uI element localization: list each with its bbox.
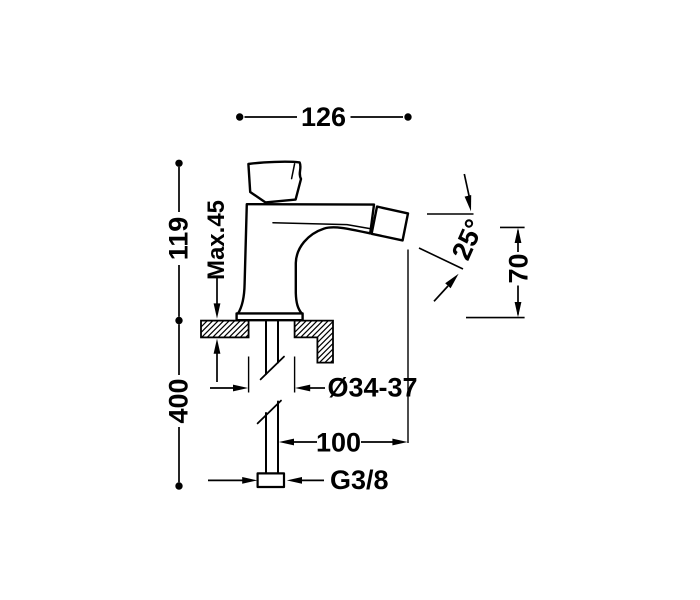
- arrowhead: [286, 477, 302, 484]
- pipe-break-marks: [256, 355, 285, 425]
- arrowhead: [392, 438, 408, 446]
- deck-hatch-left: [200, 319, 250, 339]
- deck-hatch-right: [293, 319, 334, 364]
- arrowhead: [213, 303, 221, 319]
- dim-overall-width: 126: [236, 102, 412, 132]
- dim-deck-thickness: Max.45: [203, 200, 230, 382]
- dim-height-label: 119: [164, 217, 194, 261]
- dim-outlet-height-label: 70: [504, 253, 534, 283]
- dim-dot: [175, 159, 183, 167]
- dim-dot: [236, 113, 244, 121]
- arrowhead: [278, 438, 294, 446]
- arrowhead: [445, 273, 459, 289]
- arrowhead: [233, 384, 249, 392]
- dim-hole-diameter: Ø34-37: [210, 356, 418, 403]
- faucet-handle: [247, 160, 303, 204]
- dim-dot: [175, 482, 183, 490]
- dim-spout-reach-label: 100: [316, 428, 361, 458]
- arrowhead: [295, 384, 311, 392]
- arrowhead: [514, 227, 522, 243]
- dim-spout-angle-label: 25°: [446, 215, 490, 265]
- arrowhead: [242, 477, 258, 484]
- spout-inner-line: [272, 222, 371, 230]
- faucet-outline: [235, 160, 410, 489]
- supply-fitting: [256, 472, 286, 489]
- arrowhead: [213, 338, 221, 354]
- dim-dot: [175, 316, 183, 325]
- dim-left-chain: 119 400: [164, 159, 194, 490]
- dim-dot: [404, 113, 412, 121]
- dim-deck-thickness-label: Max.45: [203, 200, 230, 280]
- handle-detail-line: [290, 163, 296, 180]
- dim-supply-length-label: 400: [164, 378, 194, 423]
- arrowhead: [514, 302, 522, 318]
- supply-pipe: [265, 319, 279, 475]
- faucet-body: [236, 203, 376, 315]
- deck-section: [200, 319, 334, 364]
- dim-outlet-height: 70: [466, 226, 534, 319]
- arrowhead: [464, 195, 472, 212]
- faucet-base-plate: [235, 312, 304, 322]
- dim-thread: G3/8: [208, 465, 389, 495]
- dim-overall-width-label: 126: [301, 102, 346, 132]
- dim-hole-diameter-label: Ø34-37: [328, 373, 418, 403]
- dim-spout-reach: 100: [278, 249, 409, 458]
- aerator: [370, 205, 410, 242]
- dim-thread-label: G3/8: [330, 465, 389, 495]
- dim-spout-angle: 25°: [418, 173, 490, 302]
